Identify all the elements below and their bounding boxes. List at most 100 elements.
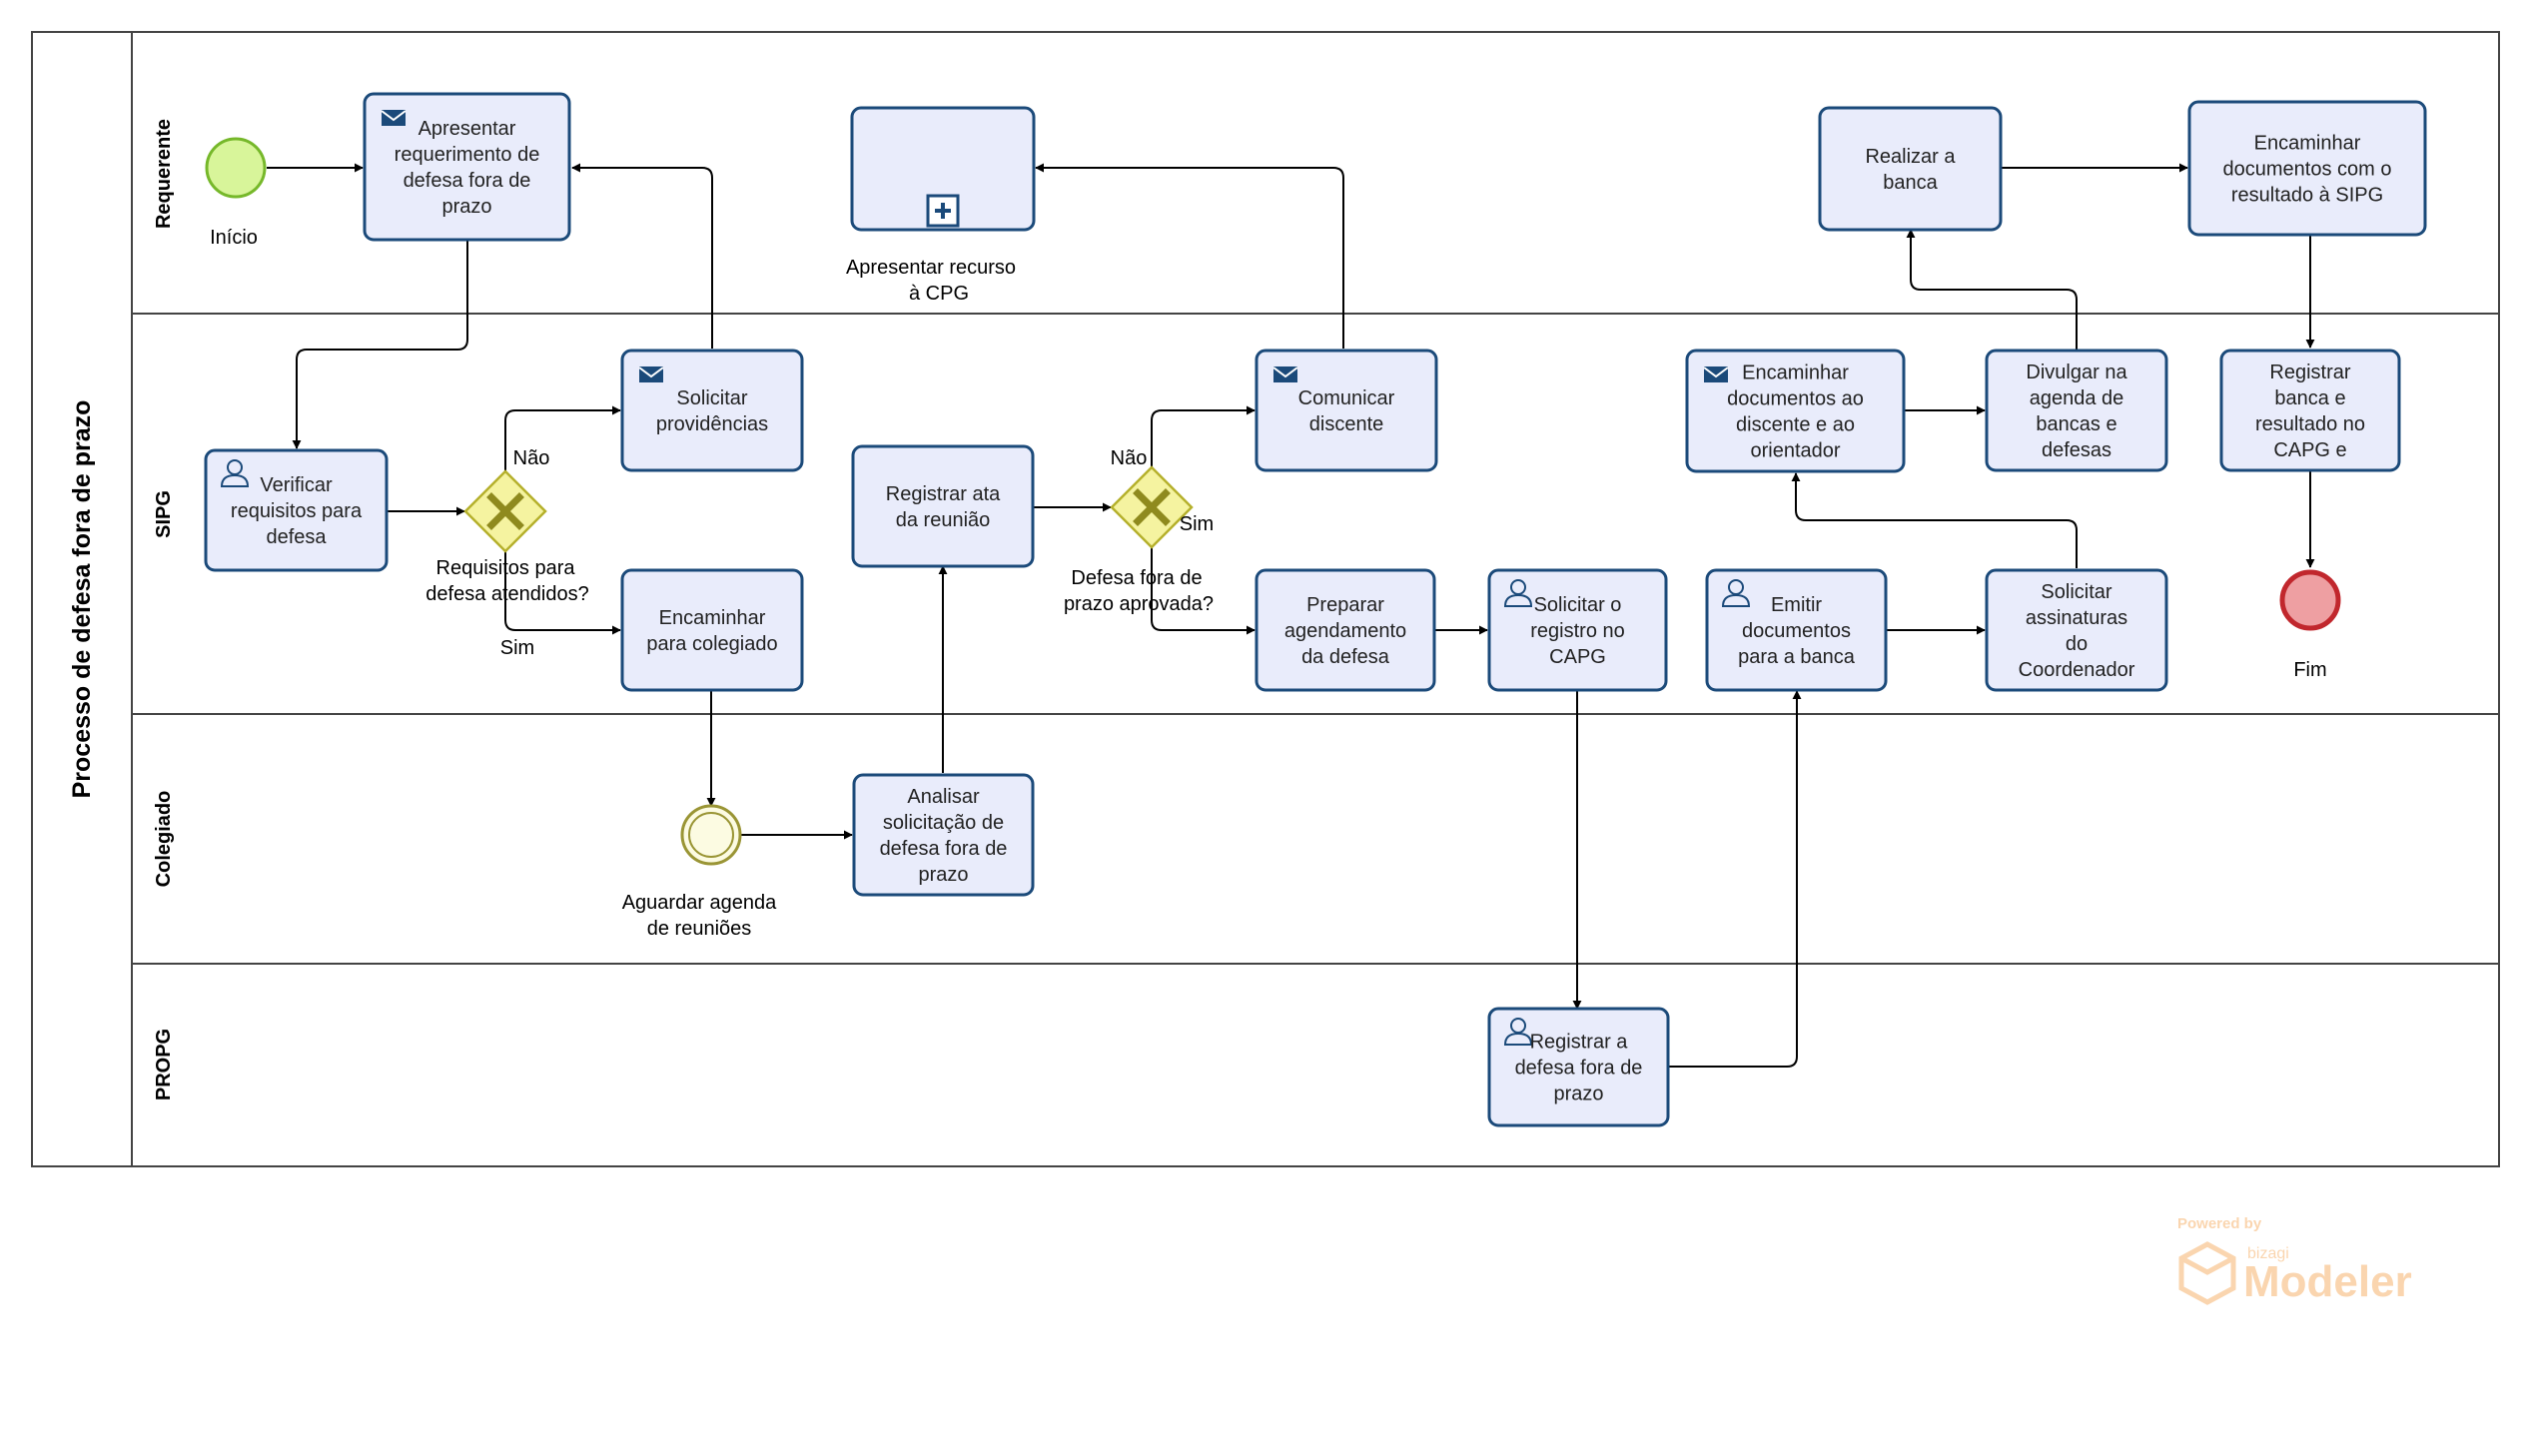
watermark-product: Modeler: [2243, 1257, 2412, 1306]
task-label: do: [2066, 633, 2088, 655]
task-encaminhar-colegiado[interactable]: Encaminhar para colegiado: [620, 568, 804, 692]
message-icon: [1272, 366, 1298, 382]
task-label: para colegiado: [646, 633, 777, 655]
task-label: Realizar a: [1865, 146, 1956, 168]
user-icon: [1721, 579, 1751, 607]
gateway-yes-label: Sim: [1180, 513, 1214, 535]
start-event[interactable]: [205, 137, 267, 199]
flow: [1906, 229, 2078, 351]
task-label: defesas: [2042, 439, 2111, 461]
task-label: Divulgar na: [2026, 362, 2127, 383]
task-realizar-banca[interactable]: Realizar a banca: [1818, 106, 2003, 232]
task-label: orientador: [1750, 440, 1840, 462]
task-encaminhar-docs[interactable]: Encaminhar documentos ao discente e ao orie…: [1685, 349, 1906, 473]
lane-label-requerente: Requerente: [153, 119, 175, 229]
task-label: Registrar: [2269, 362, 2350, 383]
task-label: prazo: [1553, 1084, 1603, 1105]
task-label: resultado no: [2255, 413, 2365, 435]
intermediate-event-label: Aguardar agenda: [622, 892, 777, 914]
task-label: agenda de: [2030, 387, 2124, 409]
task-label: requisitos para: [231, 500, 363, 522]
flow: [1151, 537, 1256, 635]
sequence-flows: [267, 163, 2315, 1068]
flow: [504, 541, 621, 635]
task-label: Coordenador: [2019, 659, 2135, 681]
task-label: providências: [656, 413, 768, 435]
task-label: prazo: [918, 864, 968, 886]
message-icon: [381, 110, 407, 126]
task-label: Apresentar: [419, 118, 516, 140]
flow: [571, 163, 713, 349]
flow: [1668, 690, 1802, 1068]
task-label: requerimento de: [395, 144, 540, 166]
user-icon: [220, 459, 250, 487]
task-label: para a banca: [1738, 646, 1856, 668]
exclusive-gateway-aprovada[interactable]: [1110, 465, 1194, 549]
task-apresentar-recurso[interactable]: [850, 106, 1036, 232]
task-label: assinaturas: [2026, 607, 2127, 629]
lane-label-colegiado: Colegiado: [153, 791, 175, 888]
task-label: agendamento: [1284, 620, 1406, 642]
task-label: documentos ao: [1727, 388, 1864, 410]
task-encaminhar-resultado[interactable]: Encaminhar documentos com o resultado à SI…: [2187, 100, 2427, 237]
flow: [1791, 472, 2078, 568]
task-label: defesa fora de: [880, 838, 1008, 860]
gateway-requisitos-label: Requisitos para: [436, 557, 576, 579]
end-event[interactable]: [2279, 569, 2341, 631]
task-label: Preparar: [1306, 594, 1384, 616]
watermark-powered: Powered by: [2177, 1215, 2262, 1232]
task-preparar-agendamento[interactable]: Preparar agendamento da defesa: [1255, 568, 1436, 692]
task-label: discente e ao: [1736, 414, 1855, 436]
collapsed-subprocess-icon: [926, 194, 960, 228]
start-event-label: Início: [210, 227, 258, 249]
task-label: Verificar: [260, 474, 333, 496]
task-label: banca: [1883, 172, 1938, 194]
task-label: da defesa: [1301, 646, 1390, 668]
task-label: registro no: [1530, 620, 1625, 642]
pool-title: Processo de defesa fora de prazo: [68, 400, 96, 799]
task-label: prazo: [441, 196, 491, 218]
task-comunicar-discente[interactable]: Comunicar discente: [1255, 349, 1438, 472]
gateway-no-label: Não: [513, 447, 550, 469]
task-label: Comunicar: [1298, 387, 1395, 409]
task-label: documentos com o: [2223, 159, 2392, 181]
task-registrar-defesa[interactable]: Registrar a defesa fora de prazo: [1487, 1007, 1670, 1127]
subprocess-label: Apresentar recurso: [846, 257, 1016, 279]
user-icon: [1503, 1018, 1533, 1046]
task-label: documentos: [1742, 620, 1851, 642]
flow: [1035, 163, 1344, 349]
lane-label-sipg: SIPG: [153, 490, 175, 538]
task-label: discente: [1309, 413, 1384, 435]
lane-label-propg: PROPG: [153, 1029, 175, 1100]
task-label: Encaminhar: [1742, 363, 1849, 384]
bizagi-logo-icon: [2178, 1241, 2236, 1305]
intermediate-event[interactable]: [680, 804, 742, 866]
task-label: defesa fora de: [1515, 1058, 1643, 1080]
exclusive-gateway-requisitos[interactable]: [463, 469, 547, 553]
task-label: Encaminhar: [659, 607, 766, 629]
task-label: resultado à SIPG: [2231, 185, 2383, 207]
task-label: Encaminhar: [2254, 133, 2361, 155]
end-event-label: Fim: [2293, 659, 2326, 681]
subprocess-label: à CPG: [909, 283, 969, 305]
intermediate-event-label: de reuniões: [647, 918, 752, 940]
task-label: Emitir: [1771, 594, 1822, 616]
task-label: Registrar a: [1530, 1032, 1629, 1054]
task-emitir-documentos[interactable]: Emitir documentos para a banca: [1705, 568, 1888, 692]
task-label: CAPG: [1549, 646, 1606, 668]
task-label: banca e: [2274, 387, 2345, 409]
tasks: Apresentar requerimento de defesa fora de p…: [204, 92, 2427, 1127]
flow: [292, 240, 468, 449]
gateway-requisitos-label: defesa atendidos?: [425, 583, 588, 605]
flow: [504, 405, 621, 481]
